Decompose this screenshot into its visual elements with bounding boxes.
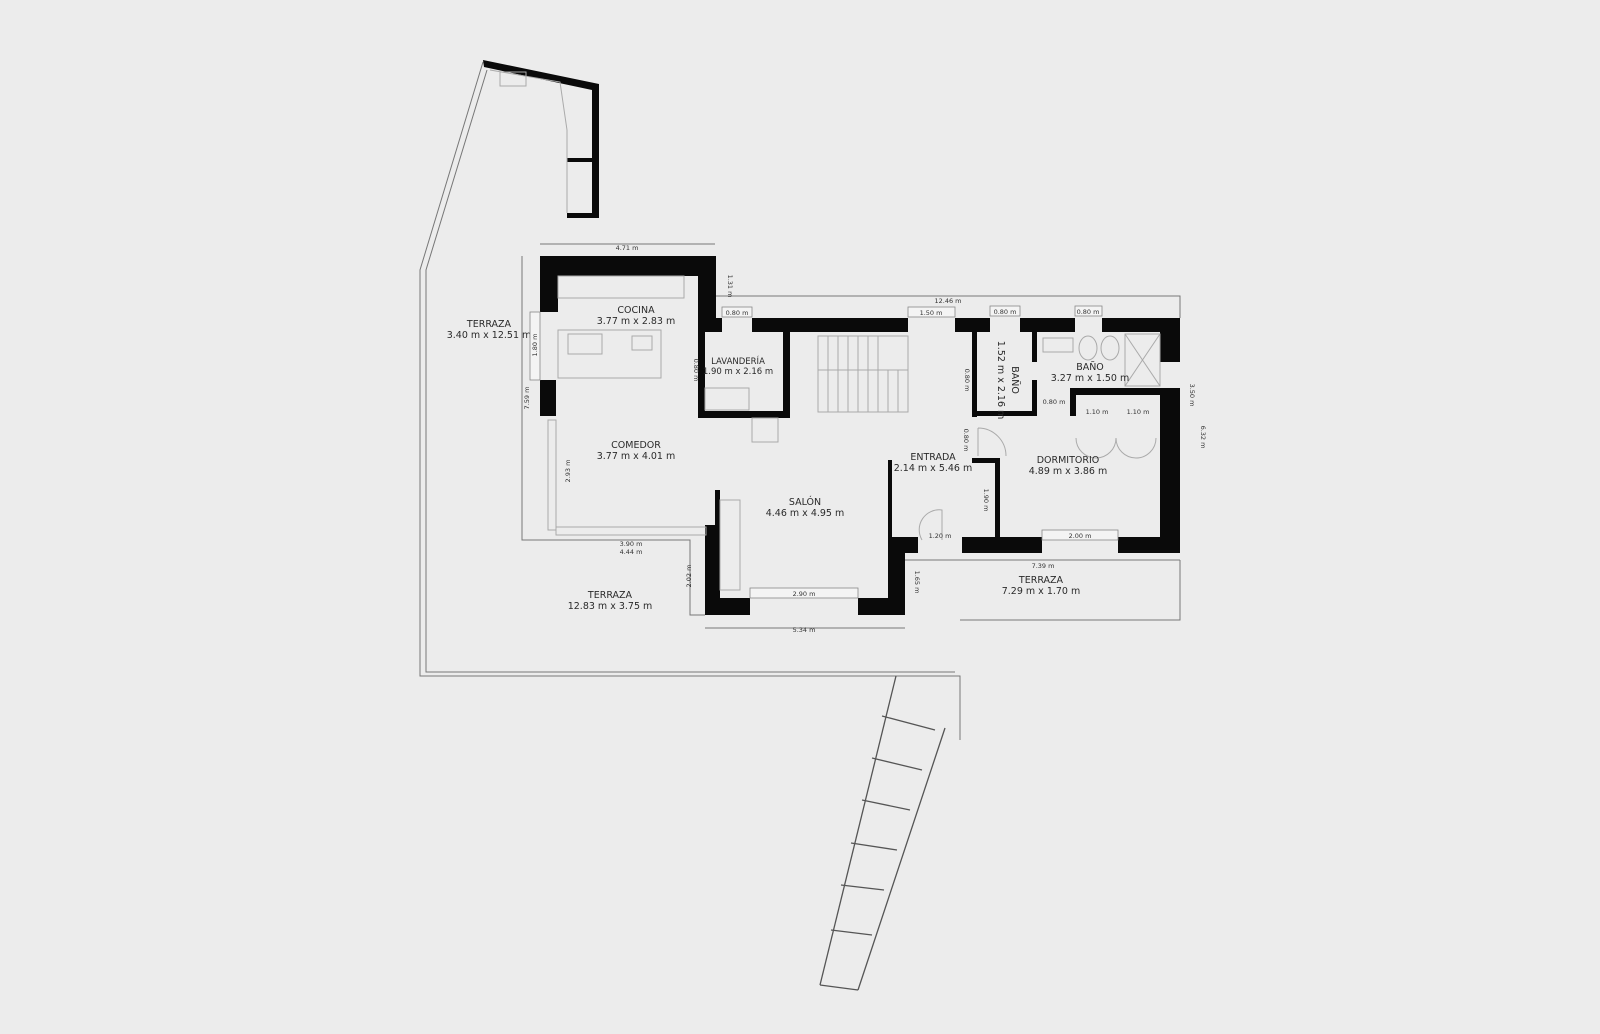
room-size: 7.29 m x 1.70 m xyxy=(1002,586,1081,597)
dimension: 1.65 m xyxy=(913,571,921,594)
dimension: 0.80 m xyxy=(692,359,700,382)
dimension: 1.90 m xyxy=(982,489,990,512)
dimension: 7.59 m xyxy=(523,387,531,410)
dimension: 1.20 m xyxy=(929,532,952,540)
dimension: 0.80 m xyxy=(1043,398,1066,406)
room-size: 4.89 m x 3.86 m xyxy=(1029,466,1108,477)
dimension: 1.50 m xyxy=(920,309,943,317)
fixtures xyxy=(547,275,1161,591)
dimension: 3.90 m xyxy=(620,540,643,548)
room-size: 1.52 m x 2.16 m xyxy=(995,341,1006,420)
room-name: COCINA xyxy=(617,305,655,316)
room-size: 3.77 m x 4.01 m xyxy=(597,451,676,462)
dimension: 2.90 m xyxy=(793,590,816,598)
dimension: 1.31 m xyxy=(726,275,734,298)
dimension: 1.80 m xyxy=(531,334,539,357)
room-name: COMEDOR xyxy=(611,440,661,451)
top-structure xyxy=(483,60,599,218)
room-name: BAÑO xyxy=(1076,362,1104,373)
dimension: 2.02 m xyxy=(685,565,693,588)
terrace-outlines xyxy=(419,61,1181,740)
dimension: 4.71 m xyxy=(616,244,639,252)
room-name: DORMITORIO xyxy=(1037,455,1100,466)
dimension: 6.32 m xyxy=(1199,426,1207,449)
room-size: 3.40 m x 12.51 m xyxy=(447,330,532,341)
room-name: SALÓN xyxy=(789,496,821,508)
dimension: 12.46 m xyxy=(934,297,961,305)
room-name: TERRAZA xyxy=(1018,575,1064,586)
dimension: 0.80 m xyxy=(963,369,971,392)
dimension: 1.10 m xyxy=(1086,408,1109,416)
room-labels: TERRAZA 3.40 m x 12.51 m COCINA 3.77 m x… xyxy=(447,305,1130,612)
dimension: 5.34 m xyxy=(793,626,816,634)
room-size: 4.46 m x 4.95 m xyxy=(766,508,845,519)
dimension: 1.10 m xyxy=(1127,408,1150,416)
room-size: 2.14 m x 5.46 m xyxy=(894,463,973,474)
dimension-labels: 4.71 m 1.31 m 0.80 m 12.46 m 1.50 m 0.80… xyxy=(523,244,1207,634)
dimension: 0.80 m xyxy=(1077,308,1100,316)
dimension: 2.00 m xyxy=(1069,532,1092,540)
dimension: 2.93 m xyxy=(564,460,572,483)
room-size: 3.27 m x 1.50 m xyxy=(1051,373,1130,384)
walls xyxy=(540,256,1180,615)
dimension: 0.80 m xyxy=(962,429,970,452)
dimension: 0.80 m xyxy=(726,309,749,317)
staircase xyxy=(817,335,909,413)
room-name: BAÑO xyxy=(1009,366,1020,394)
room-size: 12.83 m x 3.75 m xyxy=(568,601,653,612)
room-size: 1.90 m x 2.16 m xyxy=(703,367,773,377)
room-name: ENTRADA xyxy=(910,452,956,463)
dimension: 7.39 m xyxy=(1032,562,1055,570)
exterior-stairs xyxy=(819,675,946,991)
room-name: TERRAZA xyxy=(466,319,512,330)
dimension: 4.44 m xyxy=(620,548,643,556)
room-name: TERRAZA xyxy=(587,590,633,601)
room-name: LAVANDERÍA xyxy=(711,355,765,367)
dimension: 0.80 m xyxy=(994,308,1017,316)
room-size: 3.77 m x 2.83 m xyxy=(597,316,676,327)
dimension: 3.50 m xyxy=(1188,384,1196,407)
